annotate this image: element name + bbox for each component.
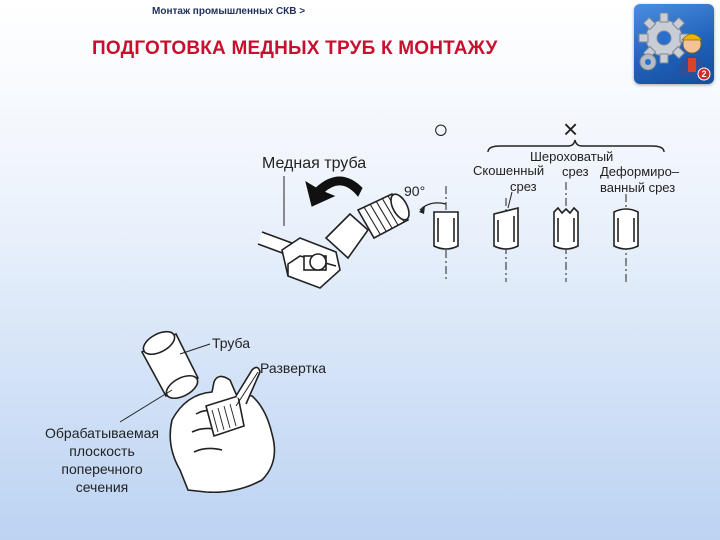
- beveled-cut-label: Скошенный: [473, 163, 544, 178]
- reaming-drawing: [140, 330, 276, 494]
- angle-label: 90°: [404, 183, 425, 199]
- beveled-cut-label-2: срез: [510, 179, 537, 194]
- tube-label: Труба: [212, 335, 250, 351]
- leader-lines: [119, 343, 259, 423]
- logo: 2: [634, 4, 714, 84]
- surface-label-3: поперечного: [61, 461, 142, 477]
- breadcrumb[interactable]: Монтаж промышленных СКВ >: [152, 6, 306, 17]
- deformed-cut-label-2: ванный срез: [600, 180, 675, 195]
- brace: [487, 139, 665, 153]
- page-title: ПОДГОТОВКА МЕДНЫХ ТРУБ К МОНТАЖУ: [92, 38, 498, 59]
- reamer-label: Развертка: [260, 360, 326, 376]
- gear-worker-icon: 2: [638, 12, 711, 81]
- surface-label-2: плоскость: [69, 443, 134, 459]
- pipe-ends: [433, 182, 639, 282]
- tube-cutter-drawing: [257, 176, 410, 289]
- rough-cut-label-2: срез: [562, 164, 589, 179]
- rough-cut-label: Шероховатый: [530, 149, 613, 164]
- good-symbol: ○: [433, 114, 449, 144]
- deformed-cut-label: Деформиро–: [600, 164, 680, 179]
- surface-label-4: сечения: [76, 479, 129, 495]
- logo-badge: 2: [701, 69, 706, 79]
- surface-label-1: Обрабатываемая: [45, 425, 159, 441]
- bad-symbol: ×: [563, 114, 578, 144]
- copper-tube-label: Медная труба: [262, 155, 366, 172]
